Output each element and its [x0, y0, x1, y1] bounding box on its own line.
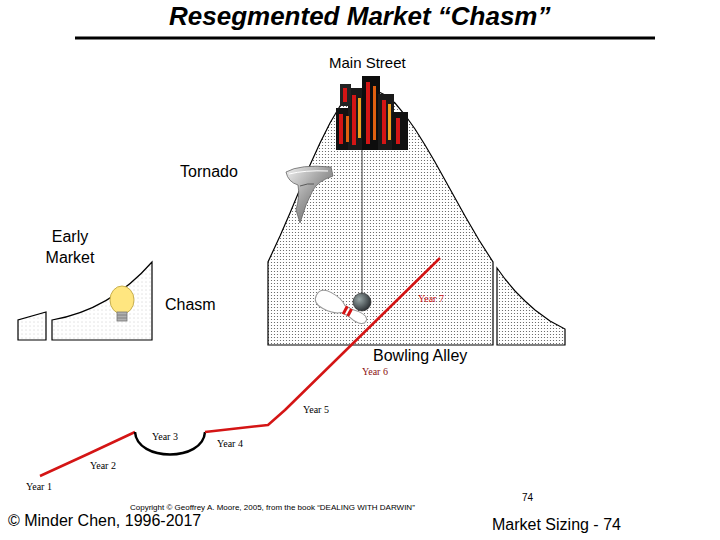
year-label: Year 6: [362, 366, 388, 378]
bowling-pin: [312, 287, 370, 329]
building-lights: [346, 116, 349, 142]
year-label: Year 7: [418, 293, 444, 305]
building-lights: [388, 104, 391, 140]
bowling-ball: [353, 293, 371, 311]
building-lights: [366, 82, 370, 144]
building: [378, 94, 394, 150]
bulb-glass: [110, 286, 134, 314]
tornado-funnel: [286, 166, 333, 223]
building-lights: [343, 88, 347, 102]
building: [392, 112, 408, 150]
bulb-thread: [117, 315, 127, 316]
chasm-dip: [135, 432, 205, 455]
tornado-icon: [286, 166, 333, 223]
page-number: 74: [522, 492, 533, 504]
bulb-base: [117, 312, 127, 321]
pin-body: [312, 287, 370, 329]
laggard-segment: [497, 268, 565, 345]
footer-label: Market Sizing - 74: [492, 516, 621, 534]
trajectory-line: [205, 258, 440, 432]
building-lights: [352, 95, 356, 145]
early-segment: [18, 312, 46, 340]
trajectory-line: [40, 432, 135, 476]
pin-stripe: [346, 308, 352, 316]
stage-label: Early Market: [34, 227, 106, 269]
bulb-thread: [117, 318, 127, 319]
stage-label: Bowling Alley: [373, 347, 467, 365]
year-label: Year 2: [90, 460, 116, 472]
building-lights: [373, 86, 376, 140]
building-lights: [382, 100, 386, 144]
building: [340, 84, 351, 106]
year-label: Year 5: [303, 404, 329, 416]
copyright-note: Copyright © Geoffrey A. Moore, 2005, fro…: [130, 503, 415, 512]
city-icon: [336, 76, 408, 150]
year-label: Year 1: [26, 481, 52, 493]
building-lights: [339, 114, 343, 144]
title-rule: [75, 37, 655, 40]
stage-label: Main Street: [329, 54, 406, 71]
stage-label: Chasm: [165, 296, 216, 314]
building: [362, 76, 380, 150]
building-lights: [358, 98, 361, 138]
mainstream-segment: [268, 88, 493, 345]
lightbulb-icon: [110, 286, 134, 321]
stage-label: Tornado: [180, 163, 238, 181]
year-label: Year 3: [152, 431, 178, 443]
author-credit: © Minder Chen, 1996-2017: [8, 512, 201, 530]
year-label: Year 4: [217, 438, 243, 450]
center-line: [361, 150, 362, 294]
tornado-swirl: [300, 184, 314, 186]
building-lights: [396, 118, 400, 144]
title: Resegmented Market “Chasm”: [169, 2, 550, 32]
tornado-swirl: [289, 171, 328, 174]
early-segment: [52, 262, 152, 340]
